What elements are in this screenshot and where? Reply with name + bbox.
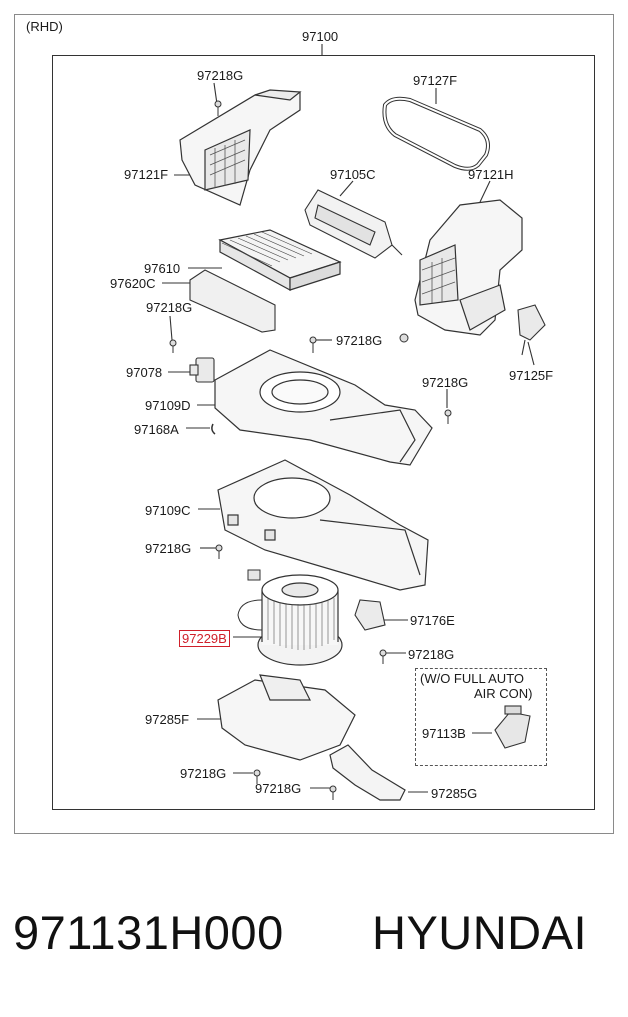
part-label-97105c[interactable]: 97105C xyxy=(330,167,376,182)
variant-label: (RHD) xyxy=(26,19,63,34)
assembly-number-label[interactable]: 97100 xyxy=(302,29,339,44)
highlighted-part-label-97229b[interactable]: 97229B xyxy=(179,630,230,647)
part-label-97176e[interactable]: 97176E xyxy=(410,613,455,628)
part-label-97113b[interactable]: 97113B xyxy=(422,726,466,741)
part-label-97218g[interactable]: 97218G xyxy=(197,68,244,83)
part-label-97218g[interactable]: 97218G xyxy=(422,375,469,390)
part-label-97218g[interactable]: 97218G xyxy=(408,647,455,662)
footer-brand: HYUNDAI xyxy=(372,906,588,959)
note-line-2: AIR CON) xyxy=(474,686,533,701)
diagram-inner-frame xyxy=(52,55,595,810)
part-label-97121h[interactable]: 97121H xyxy=(468,167,514,182)
part-label-97109c[interactable]: 97109C xyxy=(145,503,191,518)
part-label-97109d[interactable]: 97109D xyxy=(145,398,191,413)
part-label-97218g[interactable]: 97218G xyxy=(336,333,383,348)
part-label-97218g[interactable]: 97218G xyxy=(255,781,302,796)
note-line-1: (W/O FULL AUTO xyxy=(420,671,525,686)
footer-part-number: 971131H000 xyxy=(13,906,284,959)
part-label-97168a[interactable]: 97168A xyxy=(134,422,179,437)
diagram-outer-frame xyxy=(14,14,614,834)
part-label-97285g[interactable]: 97285G xyxy=(431,786,478,801)
part-label-97610[interactable]: 97610 xyxy=(144,261,181,276)
optional-parts-box xyxy=(415,668,547,766)
part-label-97218g[interactable]: 97218G xyxy=(145,541,192,556)
part-label-97218g[interactable]: 97218G xyxy=(146,300,193,315)
part-label-97121f[interactable]: 97121F xyxy=(124,167,169,182)
part-label-97078[interactable]: 97078 xyxy=(126,365,163,380)
part-label-97620c[interactable]: 97620C xyxy=(110,276,156,291)
part-label-97285f[interactable]: 97285F xyxy=(145,712,190,727)
part-label-97218g[interactable]: 97218G xyxy=(180,766,227,781)
part-label-97125f[interactable]: 97125F xyxy=(509,368,554,383)
part-label-97127f[interactable]: 97127F xyxy=(413,73,458,88)
